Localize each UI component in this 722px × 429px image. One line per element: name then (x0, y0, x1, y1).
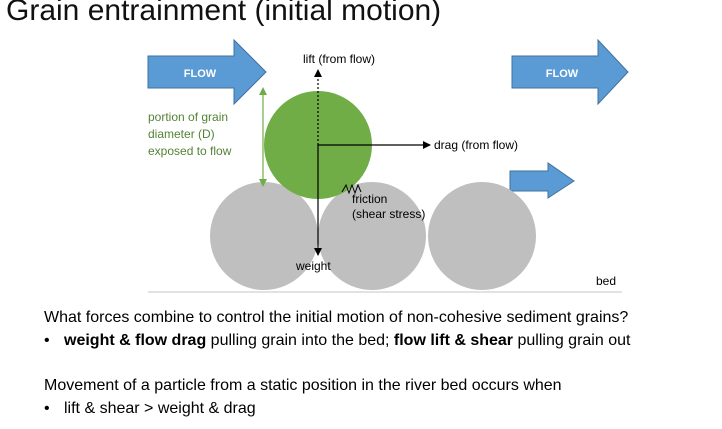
bullet-dot: • (44, 400, 50, 417)
movement-paragraph: Movement of a particle from a static pos… (44, 377, 562, 394)
bed-label: bed (596, 274, 616, 288)
friction-label: friction (352, 192, 387, 206)
bullet-forces: • weight & flow drag pulling grain into t… (44, 332, 630, 350)
bold-weight-drag: weight & flow drag (64, 332, 207, 349)
grain-entrainment-diagram: FLOW FLOW bed lift (from flow) weight dr… (147, 38, 629, 293)
bed-grain-2 (318, 182, 426, 290)
bullet1-text-a: pulling grain into the bed; (206, 332, 394, 349)
lift-label: lift (from flow) (303, 52, 375, 66)
bullet-condition: • lift & shear > weight & drag (44, 400, 256, 418)
flow-arrow-right: FLOW (511, 38, 629, 106)
exposed-label-line2: diameter (D) (148, 127, 215, 141)
shear-stress-label: (shear stress) (352, 207, 425, 221)
drag-label: drag (from flow) (434, 138, 518, 152)
slide-title: Grain entrainment (initial motion) (6, 0, 442, 27)
exposed-label-line1: portion of grain (148, 110, 228, 124)
exposed-label-line3: exposed to flow (148, 144, 232, 158)
condition-text: lift & shear > weight & drag (64, 400, 256, 417)
bullet-dot: • (44, 332, 50, 349)
bed-grain-3 (428, 182, 536, 290)
flow-left-label: FLOW (184, 68, 217, 80)
flow-arrow-small (509, 162, 575, 199)
flow-arrow-left: FLOW (147, 38, 267, 106)
bullet1-text-b: pulling grain out (513, 332, 631, 349)
question-text: What forces combine to control the initi… (44, 309, 629, 326)
bed-grain-1 (210, 182, 318, 290)
flow-right-label: FLOW (546, 68, 579, 80)
weight-label: weight (295, 259, 331, 273)
friction-spring (341, 183, 362, 195)
bold-lift-shear: flow lift & shear (393, 332, 514, 349)
